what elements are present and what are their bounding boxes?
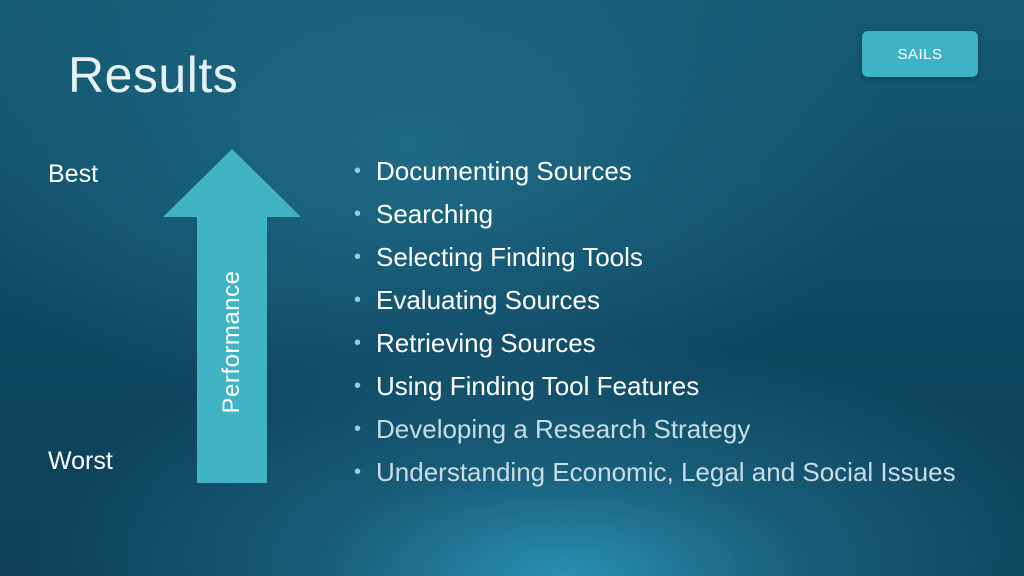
scale-best-label: Best (48, 160, 99, 188)
list-item-label: Retrieving Sources (376, 328, 596, 358)
ranked-skill-list: • Documenting Sources • Searching • Selecti… (354, 150, 956, 494)
sails-badge[interactable]: SAILS (862, 31, 978, 77)
arrow-shape (163, 149, 301, 483)
bullet-icon: • (354, 289, 362, 311)
scale-worst-label: Worst (48, 447, 113, 475)
list-item-label: Understanding Economic, Legal and Social… (376, 457, 956, 487)
list-item: • Understanding Economic, Legal and Socia… (354, 451, 956, 494)
list-item: • Searching (354, 193, 956, 236)
list-item: • Using Finding Tool Features (354, 365, 956, 408)
bullet-icon: • (354, 418, 362, 440)
bullet-icon: • (354, 246, 362, 268)
list-item: • Evaluating Sources (354, 279, 956, 322)
list-item-label: Documenting Sources (376, 156, 632, 186)
list-item-label: Selecting Finding Tools (376, 242, 643, 272)
list-item-label: Evaluating Sources (376, 285, 601, 315)
list-item: • Documenting Sources (354, 150, 956, 193)
bullet-icon: • (354, 203, 362, 225)
list-item: • Developing a Research Strategy (354, 408, 956, 451)
list-item: • Selecting Finding Tools (354, 236, 956, 279)
performance-arrow-icon (163, 149, 301, 483)
bullet-icon: • (354, 160, 362, 182)
bullet-icon: • (354, 375, 362, 397)
list-item: • Retrieving Sources (354, 322, 956, 365)
list-item-label: Developing a Research Strategy (376, 414, 751, 444)
bullet-icon: • (354, 332, 362, 354)
arrow-label: Performance (218, 270, 245, 414)
list-item-label: Searching (376, 199, 494, 229)
bullet-icon: • (354, 461, 362, 483)
list-item-label: Using Finding Tool Features (376, 371, 700, 401)
slide-title: Results (68, 47, 239, 103)
